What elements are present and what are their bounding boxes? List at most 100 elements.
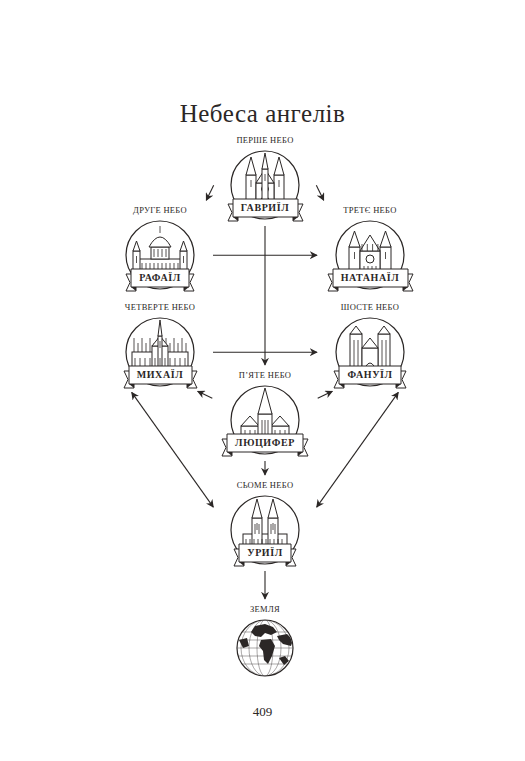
building-part bbox=[362, 338, 378, 348]
name-ribbon: ЛЮЦИФЕР bbox=[222, 434, 308, 454]
connector-arrow bbox=[264, 571, 265, 599]
building-line bbox=[377, 244, 378, 251]
building-line bbox=[160, 341, 161, 348]
heaven-heading: ЧЕТВЕРТЕ НЕБО bbox=[110, 300, 210, 314]
continent bbox=[251, 624, 277, 637]
diagram-title: Небеса ангелів bbox=[0, 100, 525, 128]
angel-name: ГАВРИЇЛ bbox=[228, 199, 303, 217]
building-line bbox=[183, 256, 184, 263]
connector-arrow bbox=[316, 185, 323, 200]
building-line bbox=[134, 338, 135, 352]
heaven-heading: ЗЕМЛЯ bbox=[215, 602, 315, 616]
ribbon-fold bbox=[239, 562, 244, 566]
ribbon-fold bbox=[293, 217, 298, 221]
ribbon-fold bbox=[131, 287, 136, 291]
building-part bbox=[241, 416, 259, 426]
heaven-node: ДРУГЕ НЕБОРАФАЇЛ bbox=[110, 203, 210, 293]
name-ribbon: УРИЇЛ bbox=[234, 544, 296, 564]
heaven-heading: ТРЕТЄ НЕБО bbox=[320, 203, 420, 217]
ribbon-fold bbox=[403, 287, 408, 291]
building-line bbox=[142, 338, 143, 352]
angel-name: ЛЮЦИФЕР bbox=[222, 434, 308, 452]
name-ribbon: НАТАНАЇЛ bbox=[328, 269, 413, 289]
ribbon-fold bbox=[333, 287, 338, 291]
building-line bbox=[178, 343, 179, 352]
building-part bbox=[360, 235, 380, 251]
building-line bbox=[273, 523, 274, 530]
building-line bbox=[385, 252, 386, 259]
angel-name: ФАНУЇЛ bbox=[334, 366, 406, 384]
building-line bbox=[162, 249, 163, 257]
building-line bbox=[136, 256, 137, 263]
emblem-circle bbox=[126, 221, 194, 289]
ribbon-fold bbox=[187, 384, 192, 388]
building-line bbox=[275, 524, 276, 534]
ribbon-fold bbox=[286, 562, 291, 566]
building-line bbox=[265, 174, 266, 181]
building-line bbox=[251, 180, 252, 187]
heaven-node: ЧЕТВЕРТЕ НЕБОМИХАЇЛ bbox=[110, 300, 210, 390]
name-ribbon: ГАВРИЇЛ bbox=[228, 199, 303, 219]
building-line bbox=[257, 523, 258, 530]
heaven-node: П’ЯТЕ НЕБО ЛЮЦИФЕР bbox=[215, 368, 315, 458]
building-line bbox=[174, 338, 175, 352]
building-line bbox=[372, 244, 373, 251]
continent bbox=[279, 656, 289, 665]
heaven-node: ТРЕТЄ НЕБО НАТАНАЇЛ bbox=[320, 203, 420, 293]
heaven-node: ШОСТЕ НЕБОФАНУЇЛ bbox=[320, 300, 420, 390]
ribbon-fold bbox=[298, 452, 303, 456]
building-line bbox=[354, 252, 355, 259]
name-ribbon: ФАНУЇЛ bbox=[334, 366, 406, 386]
globe-icon bbox=[235, 618, 295, 678]
name-ribbon: РАФАЇЛ bbox=[126, 269, 194, 289]
building-line bbox=[259, 524, 260, 534]
building-part bbox=[349, 231, 360, 247]
building-line bbox=[150, 338, 151, 352]
building-part bbox=[151, 247, 169, 259]
building-line bbox=[138, 343, 139, 352]
building-line bbox=[170, 343, 171, 352]
ribbon-fold bbox=[129, 384, 134, 388]
building-line bbox=[154, 249, 155, 257]
building-part bbox=[268, 499, 278, 518]
building-line bbox=[255, 524, 256, 534]
connector-arrow bbox=[132, 392, 214, 507]
building-line bbox=[158, 249, 159, 257]
building-line bbox=[166, 249, 167, 257]
building-line bbox=[367, 244, 368, 251]
connector-arrow bbox=[198, 391, 213, 398]
building-part bbox=[274, 157, 284, 175]
ribbon-fold bbox=[339, 384, 344, 388]
building-line bbox=[182, 338, 183, 352]
heaven-node: СЬОМЕ НЕБОУРИЇЛ bbox=[215, 478, 315, 568]
ribbon-fold bbox=[227, 452, 232, 456]
building-part bbox=[378, 326, 390, 334]
connector-arrow bbox=[206, 185, 213, 200]
building-part bbox=[158, 320, 162, 336]
building-line bbox=[146, 343, 147, 352]
heaven-heading: ПЕРШЕ НЕБО bbox=[215, 133, 315, 147]
rose-window bbox=[366, 255, 374, 263]
heaven-heading: П’ЯТЕ НЕБО bbox=[215, 368, 315, 382]
building-line bbox=[160, 226, 161, 233]
heaven-node: ПЕРШЕ НЕБО ГАВРИЇЛ bbox=[215, 133, 315, 223]
globe-map bbox=[235, 620, 295, 676]
ribbon-fold bbox=[233, 217, 238, 221]
angel-name: РАФАЇЛ bbox=[126, 269, 194, 287]
connector-arrow bbox=[213, 255, 317, 256]
connector-arrow bbox=[264, 226, 265, 365]
connector-arrow bbox=[213, 352, 317, 353]
continent bbox=[259, 639, 275, 664]
building-part bbox=[350, 326, 362, 334]
building-line bbox=[271, 524, 272, 534]
building-part bbox=[252, 499, 262, 518]
building-part bbox=[246, 157, 256, 175]
building-part bbox=[380, 231, 391, 247]
page-number: 409 bbox=[0, 704, 525, 720]
continent bbox=[239, 638, 249, 648]
dome bbox=[149, 237, 171, 247]
building-part bbox=[258, 388, 272, 414]
angel-name: НАТАНАЇЛ bbox=[328, 269, 413, 287]
ribbon-fold bbox=[396, 384, 401, 388]
